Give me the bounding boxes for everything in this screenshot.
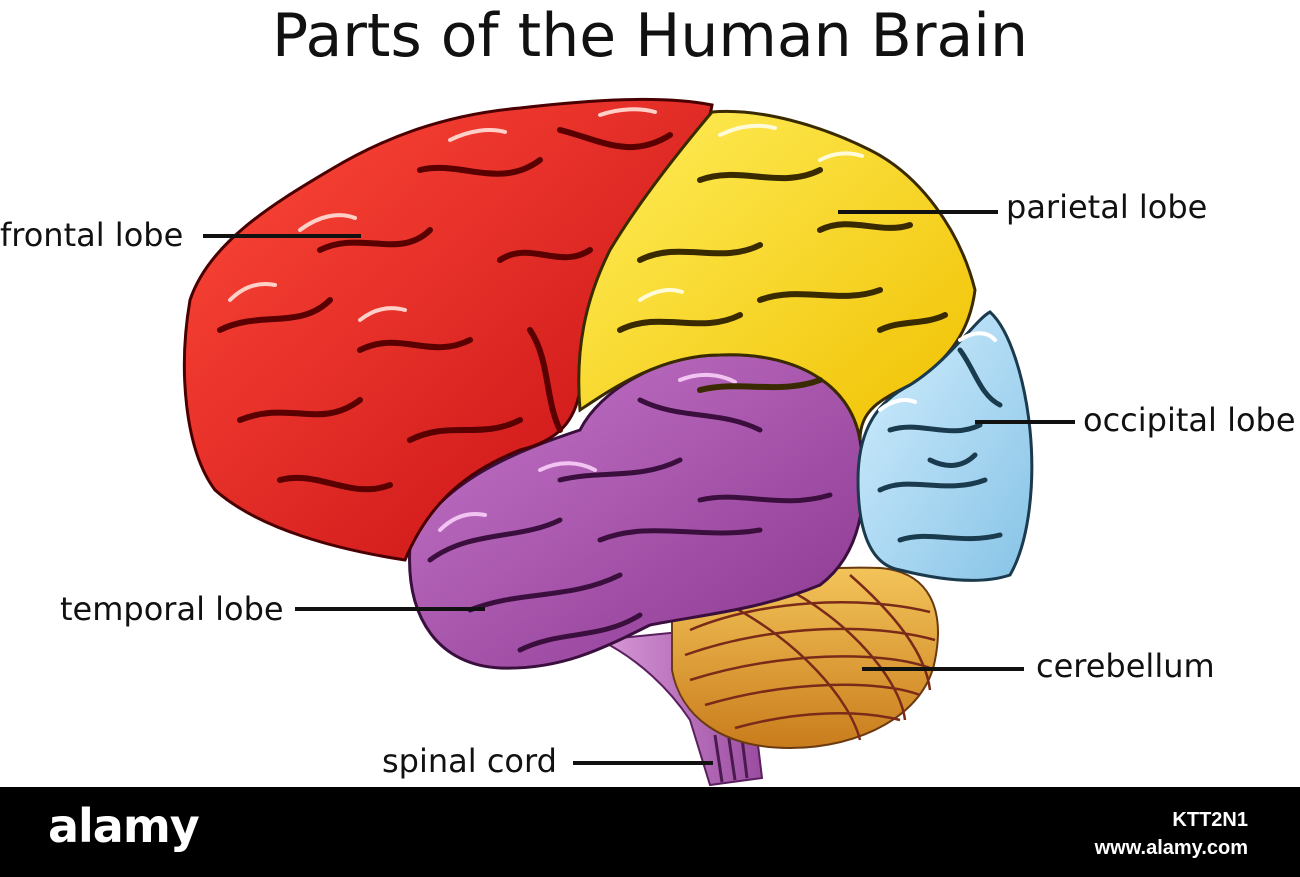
label-frontal-lobe: frontal lobe xyxy=(0,216,184,254)
occipital-lobe-shape xyxy=(856,310,1034,582)
alamy-logo: alamy xyxy=(48,799,200,853)
label-occipital-lobe: occipital lobe xyxy=(1083,401,1296,439)
cerebellum-shape xyxy=(671,566,939,750)
leader-spinal-cord xyxy=(573,761,713,765)
label-temporal-lobe: temporal lobe xyxy=(60,590,284,628)
label-parietal-lobe: parietal lobe xyxy=(1006,188,1208,226)
label-spinal-cord: spinal cord xyxy=(382,742,557,780)
label-cerebellum: cerebellum xyxy=(1036,647,1215,685)
frontal-lobe-shape xyxy=(182,97,714,562)
leader-temporal-lobe xyxy=(295,607,485,611)
parietal-lobe-shape xyxy=(577,109,977,441)
leader-parietal-lobe xyxy=(838,210,998,214)
leader-cerebellum xyxy=(862,667,1024,671)
brain-illustration xyxy=(182,97,1034,787)
image-code: KTT2N1 xyxy=(1172,809,1248,831)
page-title: Parts of the Human Brain xyxy=(272,1,1028,71)
leader-frontal-lobe xyxy=(203,234,361,238)
leader-occipital-lobe xyxy=(975,420,1075,424)
site-url: www.alamy.com xyxy=(1094,837,1248,859)
watermark-footer: alamy KTT2N1 www.alamy.com xyxy=(0,787,1300,877)
